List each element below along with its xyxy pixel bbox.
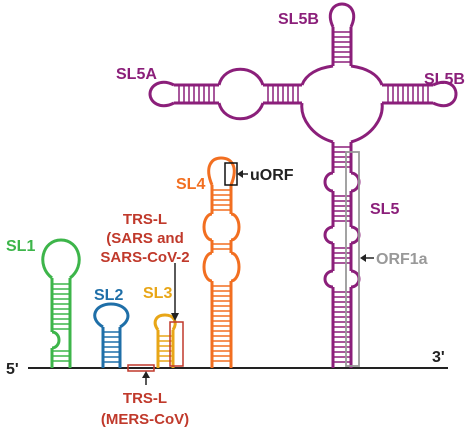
sl1-label: SL1 bbox=[6, 238, 35, 255]
trs-l-mers-label-line2: (MERS-CoV) bbox=[101, 411, 189, 428]
sl5a-label: SL5A bbox=[116, 66, 157, 83]
sl2-label: SL2 bbox=[94, 287, 123, 304]
five-prime-label: 5' bbox=[6, 361, 19, 378]
sl3-stem-loop bbox=[153, 313, 177, 368]
uorf-arrowhead bbox=[237, 170, 243, 178]
trs-l-mers-box bbox=[127, 364, 155, 372]
sl4-base-pairs bbox=[212, 189, 231, 362]
sl2-stem-loop bbox=[93, 302, 130, 368]
sl5-base-pairs bbox=[178, 31, 429, 363]
sl2-base-pairs bbox=[103, 331, 120, 363]
trs-l-mers-arrowhead bbox=[142, 371, 150, 378]
trs-l-sars-arrowhead bbox=[171, 313, 179, 321]
sl5b-right-label: SL5B bbox=[424, 71, 465, 88]
trs-l-sars-label-line2: (SARS and bbox=[106, 230, 184, 247]
uorf-label: uORF bbox=[250, 167, 294, 184]
sl4-stem-loop bbox=[202, 156, 241, 368]
sl5b-top-label: SL5B bbox=[278, 11, 319, 28]
sl5-label: SL5 bbox=[370, 201, 399, 218]
sl1-base-pairs bbox=[52, 283, 70, 362]
orf1a-label: ORF1a bbox=[376, 251, 428, 268]
sl4-label: SL4 bbox=[176, 176, 205, 193]
trs-l-sars-label-line1: TRS-L bbox=[123, 211, 167, 228]
orf1a-arrowhead bbox=[360, 254, 366, 262]
orf1a-box bbox=[345, 151, 360, 367]
trs-l-sars-label-line3: SARS-CoV-2 bbox=[100, 249, 189, 266]
trs-l-sars-box bbox=[169, 321, 184, 367]
sl3-label: SL3 bbox=[143, 285, 172, 302]
trs-l-mers-label-line1: TRS-L bbox=[123, 390, 167, 407]
sl1-stem-loop bbox=[41, 238, 81, 368]
three-prime-label: 3' bbox=[432, 349, 445, 366]
